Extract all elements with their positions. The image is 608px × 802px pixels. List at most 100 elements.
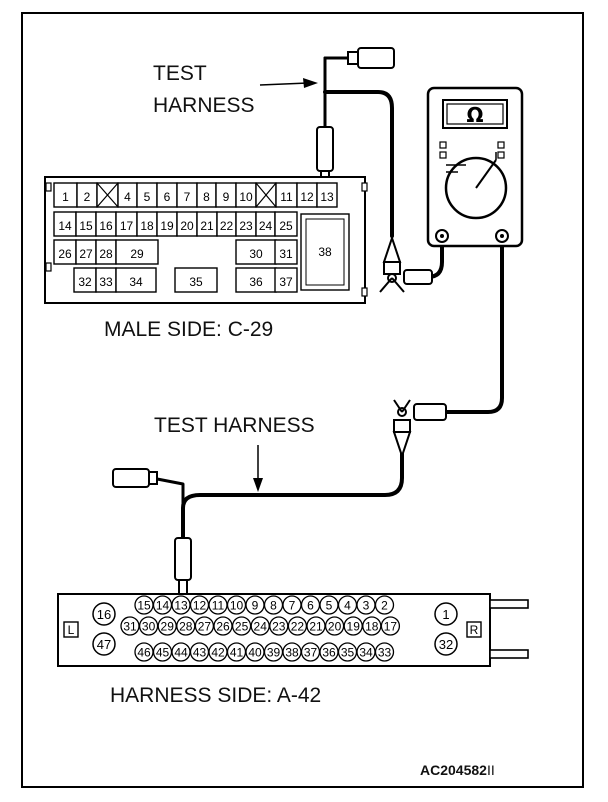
male-pin-label: 12 <box>300 190 314 204</box>
male-pin-label: 23 <box>239 219 253 233</box>
harness-pin-label: 20 <box>328 620 342 634</box>
ohm-symbol: Ω <box>466 103 483 127</box>
harness-pin-label: 19 <box>347 620 361 634</box>
harness-pin-label: 10 <box>230 599 244 613</box>
harness-pin-label: 34 <box>359 646 373 660</box>
male-pin-label: 5 <box>144 190 151 204</box>
male-pin-label: 38 <box>318 245 332 259</box>
male-pin-label: 26 <box>58 247 72 261</box>
harness-pin-label: 8 <box>270 599 277 613</box>
male-pin-label: 4 <box>124 190 131 204</box>
male-pin-label: 9 <box>223 190 230 204</box>
harness-pin-label: 31 <box>123 620 137 634</box>
male-pin-label: 30 <box>249 247 263 261</box>
male-pin-label: 15 <box>79 219 93 233</box>
figure-code: AC204582II <box>420 762 495 778</box>
male-pin-label: 18 <box>140 219 154 233</box>
male-pin-label: 6 <box>164 190 171 204</box>
latch-mark <box>45 262 52 272</box>
test-harness-top-line1: TEST <box>153 62 207 85</box>
harness-pin-label: 26 <box>216 620 230 634</box>
tag-r: R <box>470 623 479 637</box>
harness-pin-label: 33 <box>378 646 392 660</box>
top-harness-plug <box>347 47 395 69</box>
harness-pin-label: 36 <box>322 646 336 660</box>
lock-bar <box>489 599 529 609</box>
ohmmeter: Ω <box>426 86 524 248</box>
harness-pin-label: 45 <box>156 646 170 660</box>
male-side-label: MALE SIDE: C-29 <box>104 318 274 341</box>
male-pin-cell <box>115 239 159 265</box>
harness-pin-label: 39 <box>267 646 281 660</box>
harness-pin-label: 2 <box>381 599 388 613</box>
male-pin-label: 28 <box>99 247 113 261</box>
harness-pin-label: 29 <box>161 620 175 634</box>
harness-pin-label: 7 <box>289 599 296 613</box>
harness-pin <box>374 642 395 662</box>
tag-l: L <box>68 623 75 637</box>
alligator-clip-middle <box>392 399 447 460</box>
harness-pin-label: 18 <box>365 620 379 634</box>
latch-mark <box>45 182 52 192</box>
harness-side-pin <box>434 602 458 626</box>
male-pin-cell <box>274 211 298 237</box>
harness-pin-label: 15 <box>137 599 151 613</box>
male-pin-label: 2 <box>84 190 91 204</box>
harness-pin-label: 1 <box>442 607 449 622</box>
tag-l-box <box>63 621 79 638</box>
harness-pin-label: 43 <box>193 646 207 660</box>
diagram-frame <box>21 12 584 788</box>
harness-pin-label: 14 <box>156 599 170 613</box>
male-pin-label: 24 <box>259 219 273 233</box>
alligator-clip-upper <box>379 234 433 293</box>
male-pin-label: 14 <box>58 219 72 233</box>
arrow-to-mid-harness <box>253 445 263 492</box>
harness-pin-label: 13 <box>174 599 188 613</box>
harness-pin-label: 12 <box>193 599 207 613</box>
latch-mark <box>361 182 368 192</box>
male-pin-cell <box>174 267 218 293</box>
harness-pin-label: 3 <box>363 599 370 613</box>
harness-pin-label: 23 <box>272 620 286 634</box>
male-pin-label: 21 <box>200 219 214 233</box>
male-pin-cell <box>274 239 298 265</box>
male-pin-label: 10 <box>239 190 253 204</box>
male-pin-label: 22 <box>220 219 234 233</box>
harness-pin-label: 46 <box>137 646 151 660</box>
harness-pin-label: 42 <box>211 646 225 660</box>
harness-pin-label: 4 <box>344 599 351 613</box>
male-pin-label: 37 <box>279 275 293 289</box>
male-pin-label: 16 <box>99 219 113 233</box>
male-pin-label: 20 <box>180 219 194 233</box>
male-pin-cell <box>316 182 338 208</box>
harness-pin-label: 21 <box>309 620 323 634</box>
harness-pin-label: 35 <box>341 646 355 660</box>
male-pin-label: 32 <box>78 275 92 289</box>
male-pin-label: 35 <box>189 275 203 289</box>
harness-pin-label: 37 <box>304 646 318 660</box>
male-pin-label: 7 <box>184 190 191 204</box>
harness-pin-label: 30 <box>142 620 156 634</box>
male-pin-label: 1 <box>62 190 69 204</box>
arrow-to-top-harness <box>259 78 318 88</box>
harness-pin-label: 28 <box>179 620 193 634</box>
male-pin-label: 11 <box>280 190 293 204</box>
harness-pin-label: 44 <box>174 646 188 660</box>
blank-cross <box>96 182 119 208</box>
male-pin-cell <box>274 267 298 293</box>
male-pin-label: 29 <box>130 247 144 261</box>
harness-pin-label: 5 <box>326 599 333 613</box>
mid-harness-plug <box>112 468 158 488</box>
male-pin-label: 36 <box>249 275 263 289</box>
harness-pin-label: 22 <box>291 620 305 634</box>
harness-pin-label: 32 <box>439 637 453 652</box>
test-harness-top-line2: HARNESS <box>153 94 255 117</box>
harness-pin-label: 11 <box>212 599 225 613</box>
male-pin-big-inner <box>305 218 345 286</box>
harness-pin-label: 16 <box>97 607 111 622</box>
blank-cross <box>255 182 277 208</box>
harness-pin-label: 38 <box>285 646 299 660</box>
harness-pin-label: 40 <box>248 646 262 660</box>
